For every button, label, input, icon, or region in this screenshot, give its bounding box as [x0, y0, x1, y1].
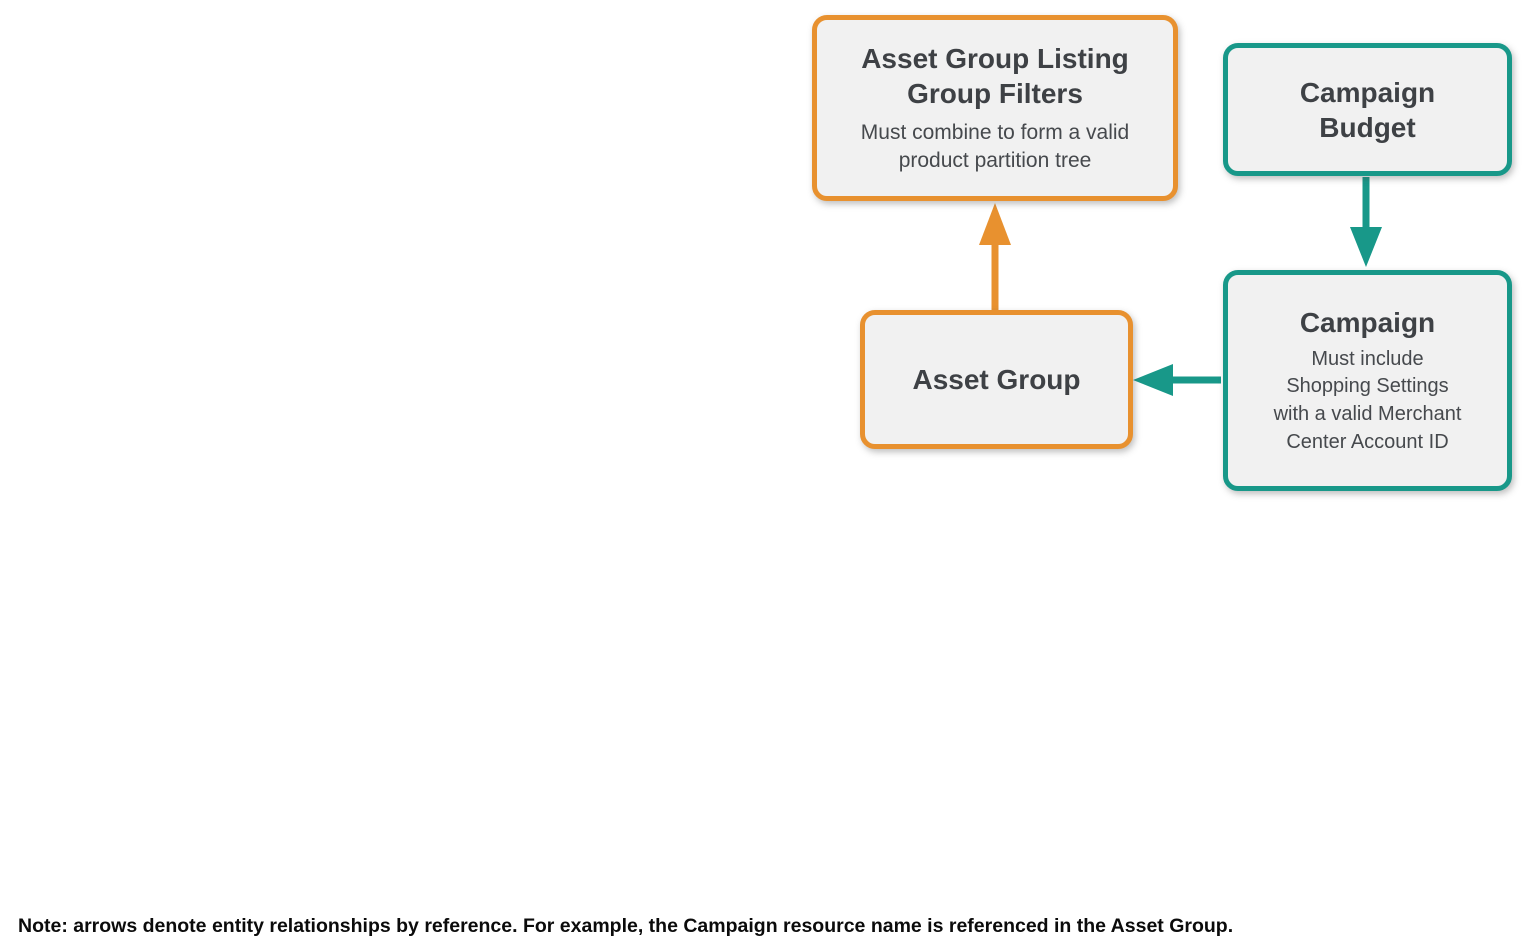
node-subtitle: Must combine to form a valid product par…: [860, 121, 1130, 172]
arrow-campaign-budget-to-campaign: [1350, 177, 1382, 267]
node-asset-group-listing-group-filters: Asset Group Listing Group Filters Must c…: [812, 15, 1178, 201]
arrow-head-down: [1350, 227, 1382, 267]
arrow-asset-group-to-listing-filters: [979, 203, 1011, 312]
node-title: Campaign Budget: [1299, 76, 1436, 143]
node-title: Asset Group: [912, 364, 1081, 395]
node-asset-group: Asset Group: [860, 310, 1133, 449]
node-campaign: Campaign Must include Shopping Settings …: [1223, 270, 1512, 491]
arrow-campaign-to-asset-group: [1133, 364, 1221, 396]
node-campaign-budget: Campaign Budget: [1223, 43, 1512, 176]
footnote: Note: arrows denote entity relationships…: [18, 915, 1234, 937]
arrow-head-up: [979, 203, 1011, 245]
node-title: Asset Group Listing Group Filters: [861, 43, 1129, 110]
arrow-head-left: [1133, 364, 1173, 396]
node-title: Campaign: [1299, 306, 1436, 338]
node-subtitle: Must include Shopping Settings with a va…: [1273, 347, 1462, 453]
